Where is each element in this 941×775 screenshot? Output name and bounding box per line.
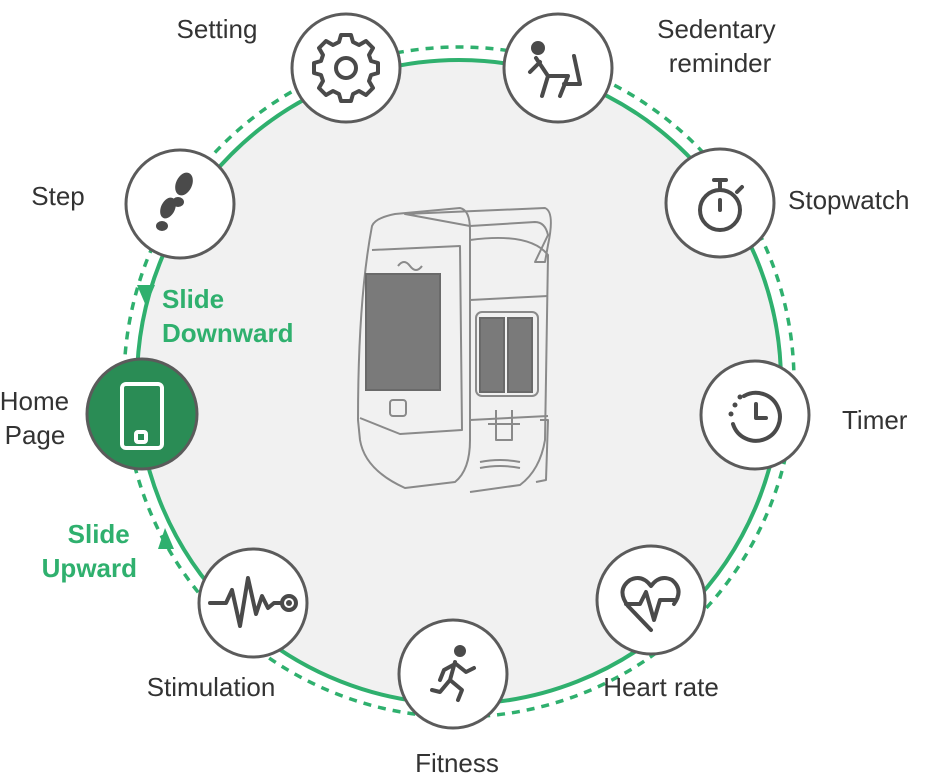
stopwatch-icon [698,178,744,232]
node-home-page[interactable]: Home Page [0,357,199,471]
node-stopwatch[interactable]: Stopwatch [664,147,909,259]
sitting-person-icon [528,41,582,98]
slide-downward-label: Slide Downward [162,284,293,348]
slide-upward-label: Slide Upward [42,519,137,583]
fitness-label: Fitness [415,748,499,775]
home-page-label: Home Page [0,386,76,450]
node-stimulation[interactable]: Stimulation [147,547,309,702]
node-fitness[interactable]: Fitness [397,618,509,775]
timer-label: Timer [842,405,908,435]
gear-icon [312,33,380,103]
step-label: Step [31,181,85,211]
device-screen [365,273,441,391]
slide-up-arrow-icon [158,528,174,549]
node-heart-rate[interactable]: Heart rate [595,544,719,702]
footprints-icon [156,172,193,231]
node-timer[interactable]: Timer [699,359,908,471]
sedentary-reminder-label: Sedentary reminder [657,14,783,78]
node-sedentary-reminder[interactable]: Sedentary reminder [502,12,783,124]
heart-rate-icon [620,576,681,632]
device-icon [120,382,164,450]
wristband-illustration [357,207,552,493]
heart-rate-label: Heart rate [603,672,719,702]
pulse-wave-icon [208,576,298,628]
node-step[interactable]: Step [31,148,236,260]
setting-label: Setting [177,14,258,44]
node-setting[interactable]: Setting [177,12,402,124]
slide-down-arrow-icon [137,285,155,306]
running-person-icon [430,645,476,702]
stopwatch-label: Stopwatch [788,185,909,215]
background-disc [137,60,781,704]
timer-icon [728,390,782,443]
stimulation-label: Stimulation [147,672,276,702]
